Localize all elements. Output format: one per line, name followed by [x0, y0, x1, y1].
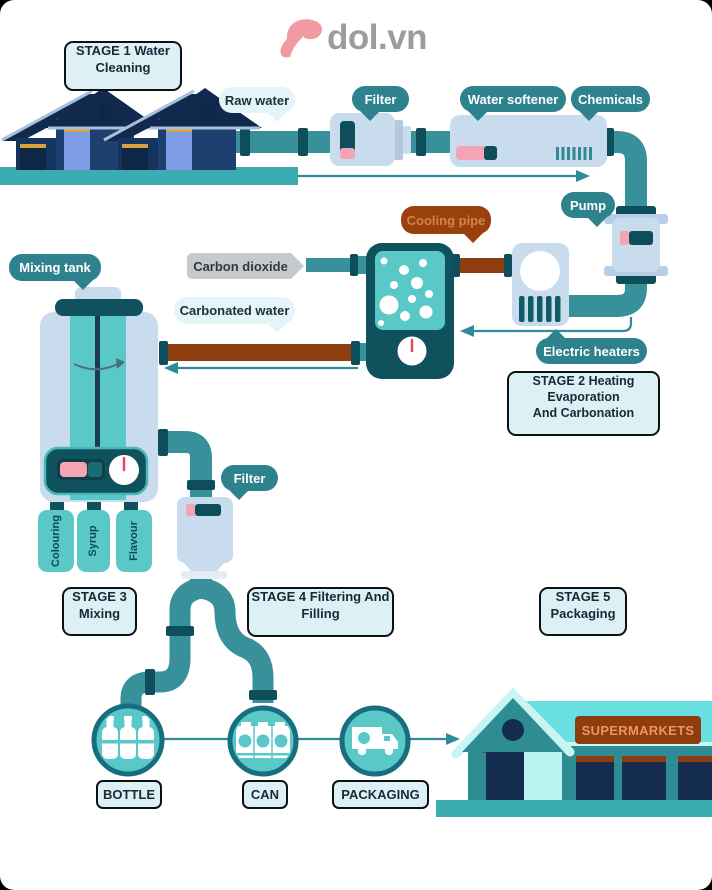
stirrer-rod [95, 306, 100, 484]
filter-device-2 [177, 497, 233, 579]
stage-4-box: STAGE 4 Filtering And Filling [247, 587, 394, 637]
pipe-y-neck [190, 576, 212, 590]
mixing-control-panel [43, 446, 149, 496]
mixing-tank-label: Mixing tank [9, 254, 101, 290]
electric-heaters-label: Electric heaters [536, 329, 647, 364]
can-circle-icon [227, 705, 299, 777]
stage-5-title: STAGE 5 [555, 589, 611, 604]
carbonation-tank [366, 243, 454, 379]
stage-2-box: STAGE 2 Heating Evaporation And Carbonat… [507, 371, 660, 436]
stage-2-title: STAGE 2 [532, 374, 586, 388]
filter-device-1 [330, 113, 411, 166]
stage-3-title: STAGE 3 [72, 589, 127, 604]
packaging-tag: PACKAGING [332, 780, 429, 809]
rotation-arrow [73, 362, 121, 371]
water-softener-label: Water softener [460, 86, 566, 121]
mixing-tank-device [38, 287, 158, 572]
bottle-circle-icon [91, 703, 165, 777]
ground-strip [0, 167, 298, 185]
houses [1, 88, 262, 170]
syrup-label: Syrup [87, 525, 99, 557]
cooling-pipe-shape [452, 254, 512, 277]
carbonated-water-label: Carbonated water [174, 297, 295, 333]
truck-icon [352, 727, 398, 756]
co2-pipe [306, 258, 352, 272]
stage-5-box: STAGE 5 Packaging [539, 587, 627, 636]
pump-device [604, 214, 668, 276]
dol-logo-icon [280, 19, 323, 58]
bottle-tag: BOTTLE [96, 780, 162, 809]
cans-icon [236, 722, 290, 758]
stage-1-box: STAGE 1 Water Cleaning [64, 41, 182, 91]
cooling-pipe-label: Cooling pipe [401, 206, 491, 243]
packaging-circle-icon [339, 705, 411, 777]
stage-5-subtitle: Packaging [550, 605, 616, 621]
pipe-couplings [145, 128, 656, 700]
stage-2-subtitle: Heating Evaporation And Carbonation [532, 374, 635, 420]
filter-label-mid: Filter [221, 465, 278, 500]
supermarket-building [436, 687, 712, 817]
ingredient-canisters [38, 502, 152, 572]
house-2 [103, 88, 262, 170]
chemicals-label: Chemicals [571, 86, 650, 121]
stage-4-title: STAGE 4 [251, 589, 307, 604]
pump-label: Pump [561, 192, 615, 227]
flow-arrowheads [164, 170, 590, 745]
bottles-icon [102, 716, 154, 759]
flavour-label: Flavour [128, 521, 140, 561]
stage-1-subtitle: Water Cleaning [95, 43, 170, 75]
stage-3-subtitle: Mixing [78, 605, 121, 621]
stage-3-box: STAGE 3 Mixing [62, 587, 137, 636]
supermarkets-sign: SUPERMARKETS [575, 716, 701, 744]
filter-label-top: Filter [352, 86, 409, 121]
can-tag: CAN [242, 780, 288, 809]
water-softener-device [450, 115, 607, 167]
raw-water-label: Raw water [219, 87, 295, 122]
stage-1-title: STAGE 1 [76, 43, 131, 58]
tank-cap [55, 299, 143, 316]
colouring-label: Colouring [50, 515, 62, 567]
electric-heater-device [512, 243, 569, 326]
carbonated-water-pipe [159, 341, 360, 365]
stage-4-subtitle: Filtering And Filling [301, 589, 390, 621]
carbon-dioxide-label: Carbon dioxide [187, 253, 304, 279]
logo-text: dol.vn [327, 18, 428, 57]
